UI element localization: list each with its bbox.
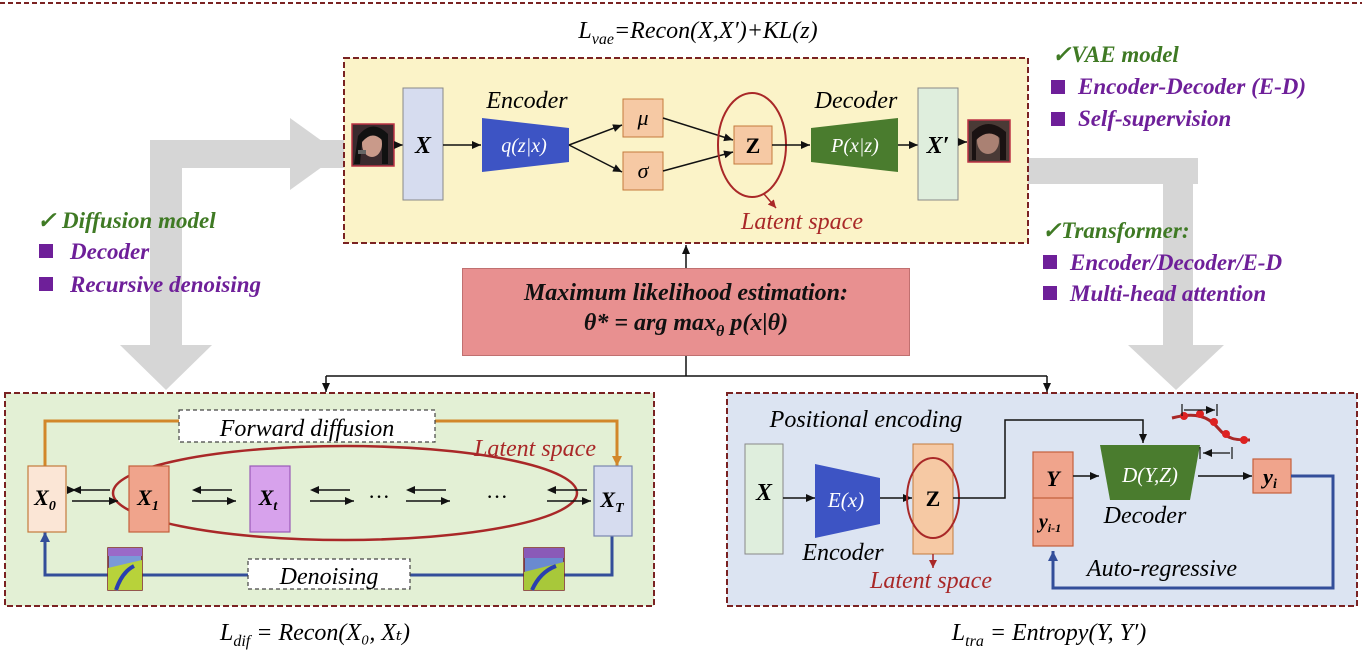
transformer-decoder-trapezoid	[1100, 445, 1200, 500]
gray-arrow-left-down-head	[120, 345, 212, 390]
transformer-y-box	[1032, 451, 1074, 547]
transformer-decoder-label: Decoder	[1103, 503, 1187, 529]
transformer-bullet-1: Encoder/Decoder/E-D	[1069, 250, 1282, 275]
vae-latent-label: Latent space	[740, 209, 863, 235]
vae-x-label: X	[414, 133, 432, 159]
transformer-encoder-label: Encoder	[801, 540, 884, 566]
diffusion-x0-label: X0	[33, 485, 56, 514]
vae-xprime-label: X′	[926, 133, 950, 159]
transformer-yi-label: yi	[1260, 464, 1277, 492]
diffusion-bullet-2: Recursive denoising	[69, 272, 261, 297]
mle-box: Maximum likelihood estimation: θ* = arg …	[462, 268, 910, 356]
vae-bullet-1: Encoder-Decoder (E-D)	[1077, 74, 1306, 99]
vae-check-item: ✓VAE model	[1052, 42, 1179, 67]
vae-z-box	[733, 125, 773, 165]
gray-arrow-left-shaft	[150, 140, 182, 350]
diffusion-xt-box	[249, 465, 291, 533]
transformer-loss: Ltra = Entropy(Y, Y′)	[951, 620, 1146, 650]
vae-encoder-label: Encoder	[485, 88, 568, 114]
vae-bullet-square-1	[1051, 80, 1065, 94]
vae-sigma-label: σ	[638, 158, 650, 183]
transformer-latent-label: Latent space	[869, 568, 992, 594]
diffusion-x1-label: X1	[136, 485, 159, 514]
vae-mu-box	[622, 98, 664, 138]
diffusion-x0-box	[27, 465, 67, 533]
diffusion-bullet-square-2	[39, 277, 53, 291]
attention-curve-icon	[1171, 404, 1251, 459]
diffusion-xt-label: Xt	[258, 485, 279, 514]
vae-decoder-label: Decoder	[814, 88, 898, 114]
vae-mu-label: μ	[636, 105, 648, 130]
transformer-bullet-square-2	[1043, 286, 1057, 300]
mle-title: Maximum likelihood estimation:	[523, 279, 849, 306]
mle-formula-sub: θ	[716, 322, 725, 340]
diffusion-back-arrowheads	[72, 486, 556, 494]
mle-formula-lhs: θ* = arg max	[583, 309, 717, 336]
gray-arrow-right-shaft	[1163, 158, 1193, 348]
vae-xprime-box	[917, 87, 959, 201]
gray-arrow-left-head	[290, 118, 340, 190]
vae-x-box	[402, 87, 444, 201]
diffusion-dots-2: ···	[486, 484, 508, 509]
diffusion-bullet-1: Decoder	[69, 239, 150, 264]
forward-diffusion-box	[178, 409, 436, 443]
mle-formula: θ* = arg maxθ p(x|θ)	[584, 308, 788, 347]
denoising-box	[247, 558, 411, 590]
vae-bullet-square-2	[1051, 112, 1065, 126]
diffusion-bullet-square-1	[39, 244, 53, 258]
diffusion-latent-ellipse	[111, 444, 579, 542]
transformer-dyz-label: D(Y,Z)	[1121, 463, 1178, 487]
vae-encoder-fn: q(z|x)	[501, 135, 547, 157]
vae-loss: Lvae=Recon(X,X′)+KL(z)	[577, 18, 817, 48]
transformer-ex-label: E(x)	[827, 488, 864, 512]
vae-z-label: Z	[746, 133, 761, 158]
diffusion-latent-label: Latent space	[473, 436, 596, 462]
face-input-image	[351, 123, 395, 167]
autoregressive-label: Auto-regressive	[1085, 556, 1238, 582]
gray-arrow-right-down-head	[1128, 345, 1224, 390]
vae-encoder-trapezoid	[482, 118, 569, 172]
transformer-x-box	[744, 443, 784, 555]
noise-image-right	[523, 547, 565, 591]
diffusion-loss: Ldif = Recon(X₀, Xₜ)	[219, 620, 410, 650]
vae-decoder-fn: P(x|z)	[830, 135, 879, 157]
transformer-x-label: X	[755, 480, 773, 506]
positional-encoding-label: Positional encoding	[769, 407, 963, 433]
diffusion-x1-box	[128, 465, 170, 533]
transformer-z-label: Z	[926, 486, 941, 511]
transformer-yi1-label: yi-1	[1037, 511, 1061, 535]
transformer-encoder-trapezoid	[815, 464, 880, 538]
vae-panel	[343, 57, 1029, 244]
noise-image-left	[107, 547, 143, 591]
vae-bullet-2: Self-supervision	[1078, 106, 1231, 131]
transformer-y-label: Y	[1046, 466, 1062, 491]
forward-diffusion-label: Forward diffusion	[219, 416, 394, 442]
diffusion-dots-1: ···	[368, 484, 390, 509]
transformer-bullet-square-1	[1043, 255, 1057, 269]
diffusion-xT-box	[593, 465, 633, 537]
denoising-label: Denoising	[279, 564, 379, 590]
autoregressive-arrow	[1048, 474, 1335, 590]
diffusion-xT-label: XT	[599, 487, 625, 516]
transformer-check-item: ✓Transformer:	[1042, 218, 1189, 243]
diffusion-check-item: ✓ Diffusion model	[37, 208, 216, 233]
vae-decoder-trapezoid	[811, 118, 898, 172]
transformer-bullet-2: Multi-head attention	[1069, 281, 1266, 306]
diffusion-step-arrows	[67, 486, 591, 505]
face-output-image	[967, 119, 1011, 163]
mle-formula-rhs: p(x|θ)	[724, 309, 789, 336]
